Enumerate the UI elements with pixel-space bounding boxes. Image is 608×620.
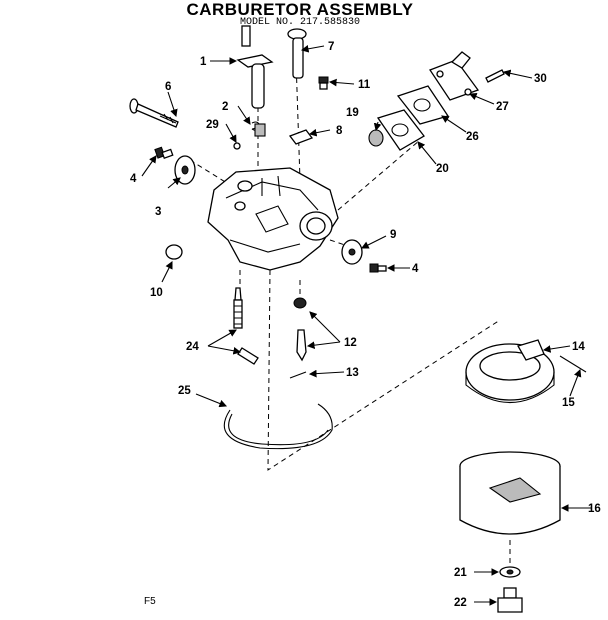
callout-4-right: 4: [412, 263, 419, 275]
callout-8: 8: [336, 125, 343, 137]
part-16-float-bowl: [459, 451, 561, 535]
part-12-inlet-needle: [293, 297, 307, 362]
callout-25: 25: [178, 385, 191, 397]
model-number: MODEL NO. 217.585830: [239, 17, 361, 28]
callout-2: 2: [222, 101, 228, 113]
callout-15: 15: [562, 397, 575, 409]
part-6-needle-valve: [129, 98, 179, 128]
callout-22: 22: [454, 597, 467, 609]
callout-10: 10: [150, 287, 163, 299]
callout-26: 26: [466, 131, 479, 143]
callout-21: 21: [454, 567, 467, 579]
callout-19: 19: [346, 107, 359, 119]
part-27-cover: [429, 51, 480, 101]
callout-7: 7: [328, 41, 334, 53]
callout-6: 6: [165, 81, 171, 93]
callout-24: 24: [186, 341, 199, 353]
part-25-gasket: [223, 403, 333, 450]
callout-29: 29: [206, 119, 219, 131]
callout-27: 27: [496, 101, 509, 113]
callout-13: 13: [346, 367, 359, 379]
figure-code: F5: [144, 596, 156, 607]
part-11-screw: [318, 76, 329, 90]
part-15-pin: [559, 355, 587, 373]
part-29-ball: [233, 142, 241, 150]
callout-16: 16: [588, 503, 601, 515]
callout-14: 14: [572, 341, 585, 353]
part-1-throttle-shaft: [236, 25, 274, 109]
part-14-float: [465, 339, 555, 403]
diagram-title: CARBURETOR ASSEMBLY: [186, 0, 414, 19]
callout-3: 3: [155, 206, 161, 218]
part-22-bowl-bolt: [497, 587, 523, 613]
part-2-spring: [251, 121, 266, 137]
callout-20: 20: [436, 163, 449, 175]
part-10-plug: [165, 244, 183, 260]
part-24-idle-needle: [233, 287, 259, 365]
part-4-screw-right: [369, 263, 387, 273]
callout-9: 9: [390, 229, 396, 241]
part-8-choke-plate: [288, 129, 314, 145]
part-7-choke-shaft: [287, 28, 307, 79]
part-19-filter: [368, 129, 384, 147]
carburetor-body: [207, 167, 339, 271]
callout-12: 12: [344, 337, 357, 349]
callout-1: 1: [200, 56, 207, 68]
part-13-clip: [289, 371, 307, 379]
part-4-screw-left: [154, 146, 174, 160]
callout-30: 30: [534, 73, 547, 85]
callout-11: 11: [358, 79, 371, 91]
callout-4-left: 4: [130, 173, 137, 185]
part-30-screw: [485, 69, 505, 83]
part-20-gasket: [376, 109, 425, 151]
